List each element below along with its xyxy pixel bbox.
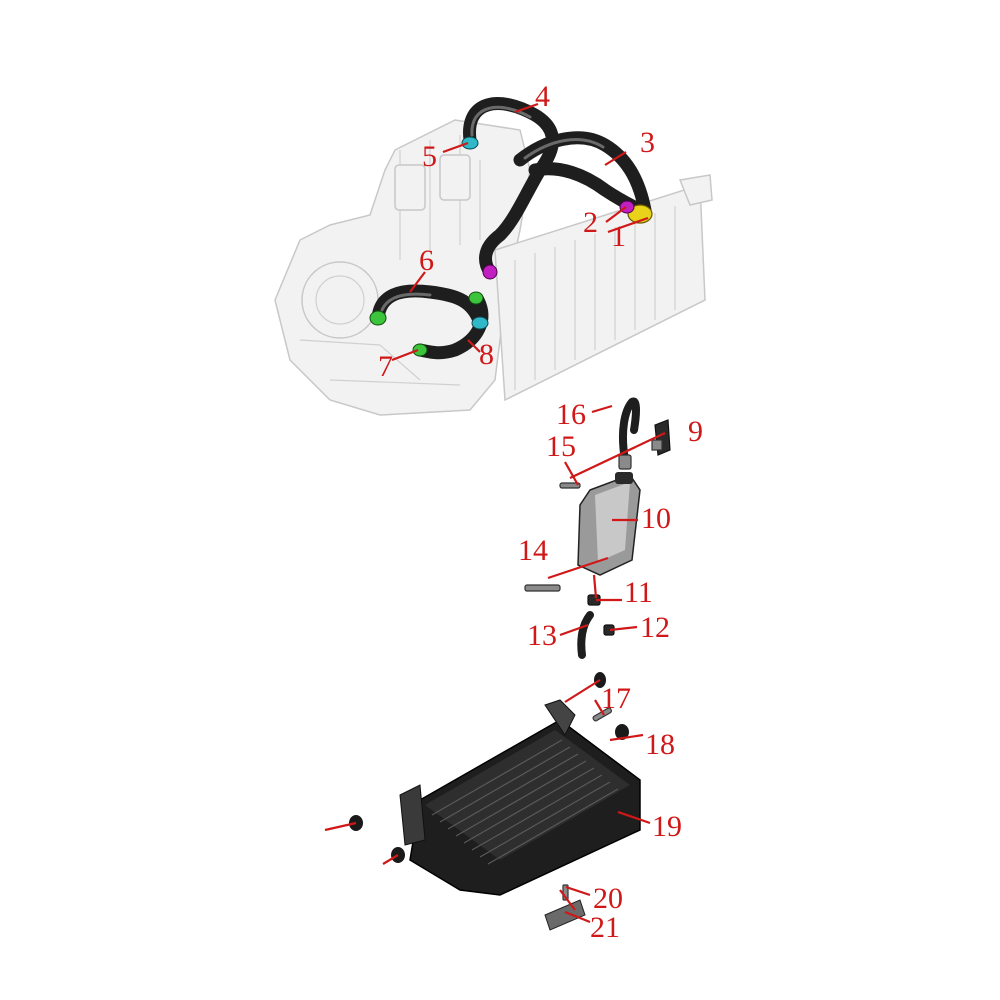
callout-11: 11	[624, 576, 653, 609]
bolt-17	[592, 707, 613, 722]
callout-19: 19	[652, 810, 682, 843]
bracket-21	[544, 899, 586, 931]
hose-6	[371, 284, 485, 325]
callout-16: 16	[556, 398, 586, 431]
callout-4: 4	[535, 80, 550, 113]
callout-20: 20	[593, 882, 623, 915]
radiator-fins	[431, 739, 619, 865]
callout-8: 8	[479, 338, 494, 371]
reservoir-tank-10	[577, 472, 641, 576]
callout-18: 18	[645, 728, 675, 761]
hose-3	[513, 131, 652, 217]
callout-15: 15	[546, 430, 576, 463]
bolt-15	[559, 482, 581, 489]
grommet-18	[615, 724, 629, 740]
cap-hose-16	[618, 454, 632, 470]
clamp-8-cyan	[471, 316, 489, 330]
clamp-magenta-lower	[482, 264, 498, 280]
callout-21: 21	[590, 911, 620, 944]
clamp-5-cyan	[461, 136, 479, 150]
callout-9: 9	[688, 415, 703, 448]
clamp-6-green	[369, 310, 387, 326]
clamp-7-green	[412, 343, 428, 357]
callout-2: 2	[583, 206, 598, 239]
clamp-green-upper	[468, 291, 484, 305]
hose-16	[619, 397, 640, 464]
hose-13	[577, 611, 594, 659]
callout-1: 1	[611, 220, 626, 253]
callout-7: 7	[378, 350, 393, 383]
callout-12: 12	[640, 611, 670, 644]
callout-17: 17	[601, 682, 631, 715]
callout-3: 3	[640, 126, 655, 159]
bolt-14	[524, 584, 561, 592]
bracket-9	[651, 419, 671, 456]
callout-5: 5	[422, 140, 437, 173]
callout-6: 6	[419, 244, 434, 277]
ghost-radiator	[494, 174, 713, 402]
leader-lines	[324, 102, 666, 924]
radiator-19	[399, 699, 641, 896]
callout-10: 10	[641, 502, 671, 535]
callout-13: 13	[527, 619, 557, 652]
hose-8	[413, 293, 489, 360]
callout-labels: 1 2 3 4 5 6 7 8 9 10 11 12 13 14 15 16 1…	[378, 80, 703, 944]
callout-14: 14	[518, 534, 548, 567]
